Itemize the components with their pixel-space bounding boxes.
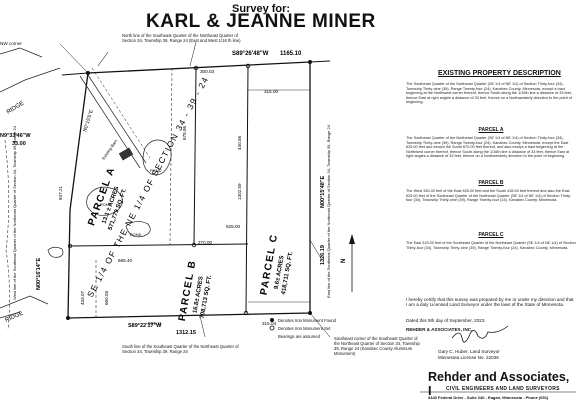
distance-678: 678.86 <box>182 126 187 140</box>
leader-nw-corner <box>59 43 89 74</box>
firm-address: 3440 Federal Drive - Suite 240 - Eagan, … <box>428 395 549 400</box>
parcel-c-heading: PARCEL C <box>478 232 504 238</box>
ridge-label-top: RIDGE <box>6 101 25 116</box>
existing-barn <box>118 147 134 161</box>
leader-north-line <box>189 41 197 67</box>
leader-se-corner <box>309 312 331 338</box>
left-dashed-line <box>4 139 10 331</box>
monument-set-3[interactable] <box>243 310 249 316</box>
ridge-line-bottom <box>0 295 49 319</box>
distance-bottom: 1312.15 <box>176 330 196 336</box>
pond-2 <box>86 186 123 216</box>
monument-set-1[interactable] <box>245 63 251 69</box>
distance-660: 660.03 <box>104 291 109 305</box>
firm-name: Rehder and Associates, I <box>428 370 570 398</box>
boundary-outer <box>67 61 311 319</box>
bearing-left: N00°16'14"E <box>36 258 42 290</box>
nw-corner-label: NW corner <box>0 41 22 46</box>
distance-315: 315.00 <box>264 89 278 94</box>
existing-barn-label: Existing Barn <box>101 138 119 160</box>
distance-top: 1165.10 <box>280 51 302 57</box>
south-line-label: South line of the Southeast Quarter of t… <box>122 344 239 354</box>
surveyor-name: Gary C. Huber, Land Surveyor <box>438 349 500 354</box>
distance-33: 33.00 <box>12 141 26 147</box>
north-arrow-label: N <box>341 259 347 263</box>
pond-label-2: POND <box>130 232 142 237</box>
parcel-c-labels: PARCEL C 9.6± ACRES 418,711 SQ. FT. <box>259 233 295 296</box>
north-line-extension-east <box>309 60 331 63</box>
leader-east-line <box>309 239 323 261</box>
west-line-label: West line of the Southeast Quarter of th… <box>12 125 17 300</box>
surveyor-license: Minnesota License No. 22036 <box>438 355 499 360</box>
monument-sw[interactable] <box>66 316 70 320</box>
title-client-name: KARL & JEANNE MINER <box>146 11 376 32</box>
parcel-line-vertical-a <box>193 67 197 246</box>
distance-300: 300.03 <box>200 69 214 74</box>
monument-set-5[interactable] <box>67 243 73 249</box>
legend-bearings-text: Bearings are assumed <box>278 334 320 339</box>
bearing-right: N00°15'48"E <box>320 176 326 208</box>
road-edge-3 <box>91 67 151 159</box>
distance-370: 370.00 <box>198 240 212 245</box>
ridge-line-top <box>0 47 61 93</box>
distance-1302: 1302.59 <box>237 183 242 200</box>
parcel-b-heading: PARCEL B <box>478 180 504 186</box>
legend-found-symbol <box>270 318 274 322</box>
parcel-line-vertical-c <box>245 65 249 314</box>
ridge-label-bottom: RIDGE <box>4 311 24 324</box>
bearing-road: N0°15'5"E <box>82 108 95 132</box>
description-heading: EXISTING PROPERTY DESCRIPTION <box>438 70 561 77</box>
distance-665: 665.40 <box>118 258 132 263</box>
north-line-label: North line of the Southeast Quarter of t… <box>122 33 241 43</box>
pond-label-1: POND <box>150 168 162 173</box>
monument-set-4[interactable] <box>191 242 197 248</box>
title-survey-for: Survey for: <box>232 3 291 15</box>
bearing-top: S89°26'48"W <box>232 51 269 57</box>
se-corner-label: Southeast corner of the Southeast Quarte… <box>334 336 420 356</box>
pond-1 <box>142 139 172 176</box>
north-line-extension <box>61 72 89 76</box>
east-line-label: East line of the Southeast Quarter of th… <box>326 124 331 298</box>
road-edge-4 <box>97 51 109 67</box>
parcel-c-description: The East 315.00 feet of the Southeast Qu… <box>406 241 576 250</box>
leader-south-line <box>199 315 206 338</box>
legend-found-text: Denotes Iron Monument Found <box>278 318 336 323</box>
parcel-line-horizontal-ab <box>69 243 249 247</box>
certification-company: REHDER & ASSOCIATES, INC. <box>406 327 473 332</box>
surveyor-signature <box>451 325 509 343</box>
north-arrow-head <box>349 234 355 244</box>
distance-315b: 315.04 <box>262 321 276 326</box>
distance-440: 440.56 <box>237 136 242 150</box>
road-edge-2 <box>85 71 147 164</box>
pond-label-3: POND <box>100 202 112 207</box>
parcel-c-acres: 9.6± ACRES <box>274 255 286 290</box>
distance-847: 847.21 <box>58 186 63 200</box>
certification-text: I hereby certify that this survey was pr… <box>406 297 574 308</box>
distance-625: 625.00 <box>226 224 240 229</box>
monument-set-2[interactable] <box>193 65 199 71</box>
certification-dated: Dated this 9th day of September, 2023. <box>406 318 486 323</box>
legend-set-symbol <box>269 325 275 331</box>
parcel-line-vertical-dashed <box>169 67 173 246</box>
monument-ne[interactable] <box>308 60 312 64</box>
parcel-b-labels: PARCEL B 16.8± ACRES 708,713 SQ. FT. <box>177 259 213 322</box>
bearing-bottom: S89°22'17"W <box>128 323 162 329</box>
parcel-a-heading: PARCEL A <box>478 127 504 133</box>
existing-description-text: The Southeast Quarter of the Northeast Q… <box>406 82 572 105</box>
distance-433: 433.07 <box>80 291 85 305</box>
parcel-b-description: The West 330.00 feet of the East 625.00 … <box>406 189 572 203</box>
legend-set-text: Denotes Iron Monument Set <box>278 326 331 331</box>
parcel-a-description: The Southeast Quarter of the Northeast Q… <box>406 136 570 159</box>
pond-3 <box>125 221 151 238</box>
pond-4 <box>47 246 64 258</box>
distance-987: 987.11 <box>148 321 162 326</box>
firm-subtitle: CIVIL ENGINEERS AND LAND SURVEYORS <box>446 386 560 392</box>
distance-right: 1326.19 <box>320 245 326 265</box>
bearing-corner: N9°33'46"W <box>0 133 31 139</box>
